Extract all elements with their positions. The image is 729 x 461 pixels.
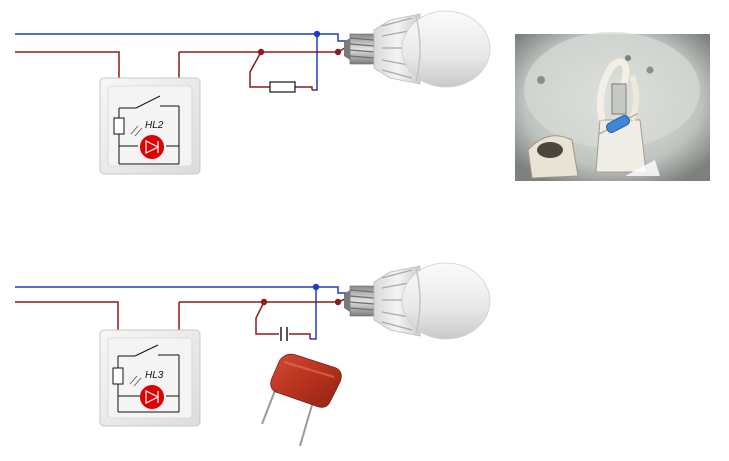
indicator-led-icon (140, 385, 164, 409)
indicator-led-icon (140, 135, 164, 159)
light-arrows-icon (130, 125, 143, 137)
junction-dot (257, 48, 265, 56)
light-arrows-icon (129, 375, 142, 387)
wall-switch: HL2 (99, 77, 201, 175)
junction-dot (312, 283, 320, 291)
resistor-symbol (269, 81, 296, 93)
ceiling-lamp-socket-with-resistor-photo (515, 32, 710, 181)
junction-dot (313, 30, 321, 38)
film-capacitor-icon (261, 353, 342, 447)
led-bulb-icon (343, 10, 491, 88)
junction-dot (260, 298, 268, 306)
junction-dot (334, 298, 342, 306)
capacitor-symbol (280, 327, 288, 341)
led-bulb-icon (343, 262, 491, 340)
switch-resistor-symbol (113, 117, 125, 135)
switch-resistor-symbol (112, 367, 124, 385)
indicator-label: HL3 (145, 370, 164, 381)
wall-switch: HL3 (99, 329, 201, 427)
neutral-wire (15, 33, 350, 91)
neutral-wire (15, 286, 350, 340)
junction-dot (334, 48, 342, 56)
indicator-label: HL2 (145, 120, 164, 131)
diagram-1-resistor-bypass: HL2 (15, 10, 491, 175)
diagram-2-capacitor-bypass: HL3 (15, 262, 491, 447)
